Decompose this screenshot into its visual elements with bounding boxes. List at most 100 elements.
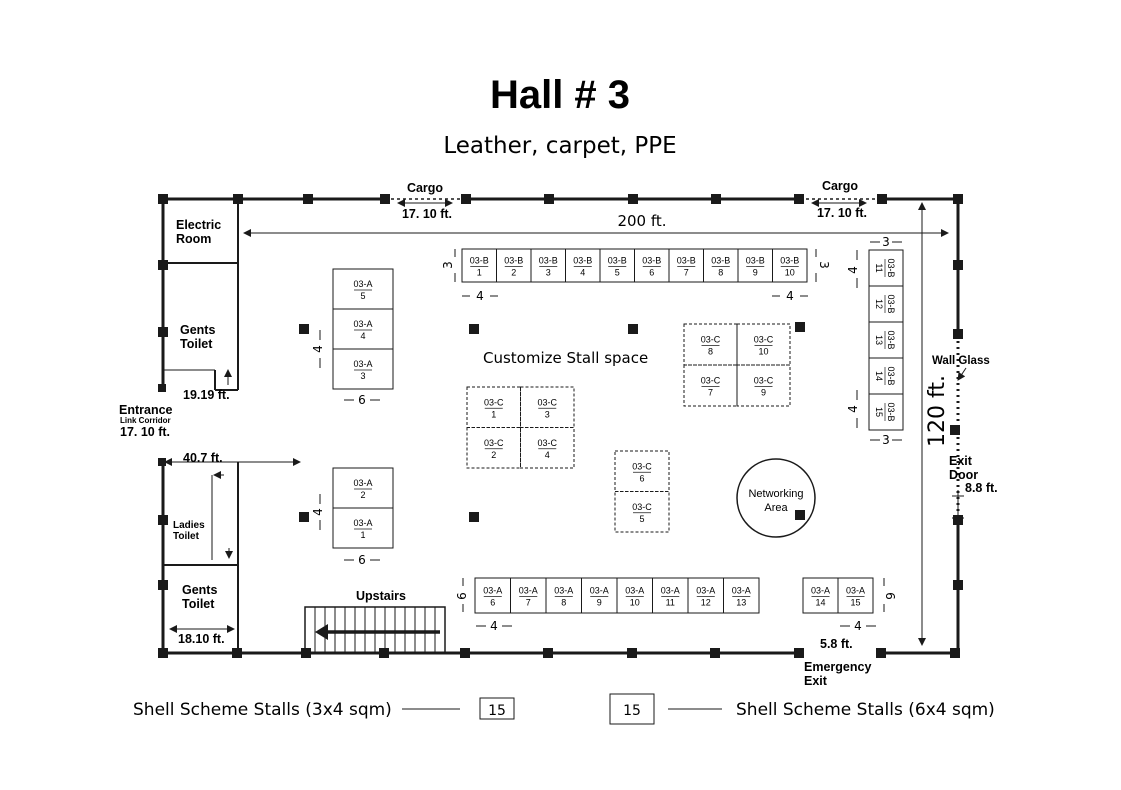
stall-a_top-3[interactable]: 03-A 3: [332, 348, 394, 390]
stall-a_row-6[interactable]: 03-A 6: [474, 577, 511, 614]
stall-number: 6: [649, 268, 654, 278]
dim-marker: 4: [476, 289, 484, 303]
customize-space-label: Customize Stall space: [483, 349, 648, 367]
stall-a_top-5[interactable]: 03-A 5: [332, 268, 394, 310]
stall-b_row-9[interactable]: 03-B9: [737, 248, 773, 283]
stall-b_row-10[interactable]: 03-B10: [772, 248, 808, 283]
stall-number: 5: [360, 291, 365, 301]
stall-code: 03-A: [732, 586, 751, 596]
stall-code: 03-B: [573, 256, 592, 266]
stall-number: 2: [491, 450, 496, 460]
stall-number: 6: [639, 473, 644, 483]
stall-code: 03-B: [746, 256, 765, 266]
stall-number: 2: [360, 490, 365, 500]
legend-small-count: 15: [488, 703, 506, 719]
stall-a_row-7[interactable]: 03-A7: [510, 577, 547, 614]
electric-room-label: Electric: [176, 218, 221, 232]
stall-b_row-5[interactable]: 03-B5: [599, 248, 635, 283]
stall-number: 4: [580, 268, 585, 278]
stall-a_row-10[interactable]: 03-A10: [616, 577, 653, 614]
dim-marker: 6: [358, 553, 366, 567]
stall-number: 13: [736, 598, 746, 608]
stall-b_row-2[interactable]: 03-B2: [496, 248, 532, 283]
stall-layer: 03-B103-B203-B303-B403-B503-B603-B703-B8…: [332, 248, 904, 614]
stall-code: 03-B: [886, 258, 896, 277]
stall-a_right-15[interactable]: 03-A15: [837, 577, 874, 614]
stall-c_left-3[interactable]: 03-C3: [520, 386, 575, 428]
stall-code: 03-B: [886, 402, 896, 421]
stall-number: 4: [545, 450, 550, 460]
stall-c_left-1[interactable]: 03-C1: [466, 386, 521, 428]
cargo-left-label: Cargo: [407, 181, 443, 195]
stall-code: 03-B: [886, 294, 896, 313]
stall-b_col-13[interactable]: 03-B13: [868, 321, 904, 359]
legend: Shell Scheme Stalls (3x4 sqm) 15 15 Shel…: [133, 693, 995, 725]
stall-c_right-10[interactable]: 03-C10: [736, 323, 791, 366]
stall-a_row-8[interactable]: 03-A8: [545, 577, 582, 614]
stall-b_col-15[interactable]: 03-B15: [868, 393, 904, 431]
stall-number: 8: [708, 347, 713, 357]
stall-number: 15: [874, 407, 884, 417]
stall-a_top-4[interactable]: 03-A4: [332, 308, 394, 350]
stall-b_row-1[interactable]: 03-B1: [461, 248, 497, 283]
stall-code: 03-C: [537, 438, 557, 448]
gents-toilet-top-label-2: Toilet: [180, 337, 213, 351]
stall-b_row-4[interactable]: 03-B 4: [565, 248, 601, 283]
dim-marker: 3: [441, 261, 455, 269]
stall-code: 03-A: [353, 359, 372, 369]
link-corridor-label: Link Corridor: [120, 416, 171, 425]
stall-b_col-12[interactable]: 03-B12: [868, 285, 904, 323]
networking-label: Networking: [748, 488, 803, 500]
stall-a_mid-2[interactable]: 03-A2: [332, 467, 394, 509]
stall-code: 03-B: [642, 256, 661, 266]
emergency-exit: 5.8 ft. Emergency Exit: [804, 637, 871, 688]
stall-a_mid-1[interactable]: 03-A1: [332, 507, 394, 549]
stall-code: 03-C: [754, 376, 774, 386]
stall-b_col-14[interactable]: 03-B14: [868, 357, 904, 395]
stall-code: 03-A: [353, 319, 372, 329]
dim-marker: 4: [490, 619, 498, 633]
stall-code: 03-B: [886, 330, 896, 349]
stall-number: 12: [874, 299, 884, 309]
stall-a_right-14[interactable]: 03-A14: [802, 577, 839, 614]
stall-c_right-8[interactable]: 03-C8: [683, 323, 738, 366]
stall-code: 03-A: [353, 279, 372, 289]
dim-marker: 4: [846, 405, 860, 413]
legend-large-label: Shell Scheme Stalls (6x4 sqm): [736, 700, 995, 720]
stall-code: 03-B: [711, 256, 730, 266]
stall-code: 03-C: [754, 335, 774, 345]
legend-large-count: 15: [623, 703, 641, 719]
stall-number: 10: [785, 268, 795, 278]
ladies-toilet-label: Ladies: [173, 520, 205, 531]
stall-b_row-3[interactable]: 03-B3: [530, 248, 566, 283]
stall-code: 03-B: [470, 256, 489, 266]
stall-code: 03-A: [696, 586, 715, 596]
stall-number: 3: [360, 371, 365, 381]
stall-a_row-13[interactable]: 03-A 13: [723, 577, 760, 614]
stall-number: 11: [874, 263, 884, 272]
stall-code: 03-B: [504, 256, 523, 266]
stall-code: 03-A: [483, 586, 502, 596]
stall-b_row-7[interactable]: 03-B7: [668, 248, 704, 283]
stall-c_mid-5[interactable]: 03-C5: [614, 491, 670, 533]
stall-a_row-11[interactable]: 03-A11: [652, 577, 689, 614]
stall-a_row-9[interactable]: 03-A9: [581, 577, 618, 614]
stall-c_left-2[interactable]: 03-C2: [466, 427, 521, 469]
stall-c_mid-6[interactable]: 03-C6: [614, 450, 670, 492]
stall-c_left-4[interactable]: 03-C 4: [520, 427, 575, 469]
stall-code: 03-B: [677, 256, 696, 266]
stall-b_row-8[interactable]: 03-B8: [703, 248, 739, 283]
cargo-left-dim: 17. 10 ft.: [402, 207, 452, 221]
emergency-exit-label: Emergency: [804, 660, 871, 674]
dim-marker: 4: [846, 266, 860, 274]
stall-number: 5: [615, 268, 620, 278]
wall-glass-label: Wall Glass: [932, 355, 990, 367]
stall-code: 03-A: [590, 586, 609, 596]
entrance-dim: 17. 10 ft.: [120, 425, 170, 439]
stall-b_row-6[interactable]: 03-B 6: [634, 248, 670, 283]
stall-c_right-7[interactable]: 03-C7: [683, 364, 738, 407]
stall-b_col-11[interactable]: 03-B11: [868, 249, 904, 287]
stall-a_row-12[interactable]: 03-A12: [687, 577, 724, 614]
stall-c_right-9[interactable]: 03-C9: [736, 364, 791, 407]
stall-number: 6: [490, 598, 495, 608]
